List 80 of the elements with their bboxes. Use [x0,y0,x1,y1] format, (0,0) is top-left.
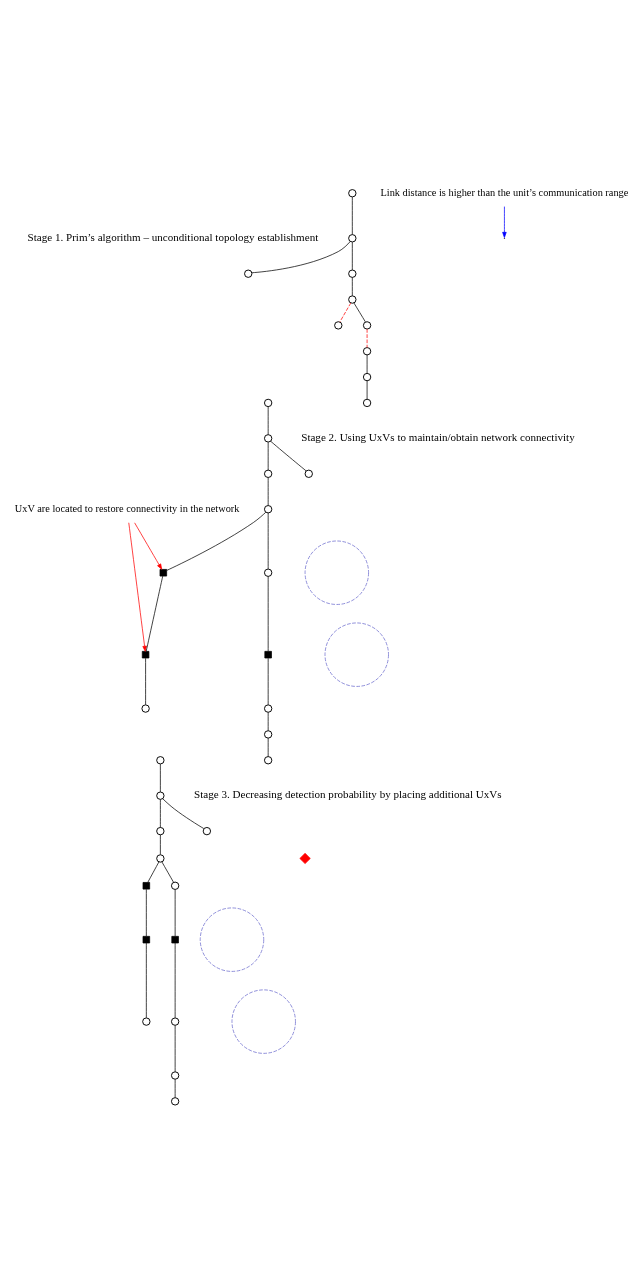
node-circle [264,505,273,514]
connector [339,302,352,323]
label: Stage 3. Decreasing detection probability by placing additional UxVs [194,788,502,801]
node-circle [348,234,357,243]
node-circle [199,907,265,972]
label: Stage 1. Prim’s algorithm – unconditional topology establishment [27,230,319,243]
node-circle [170,1071,180,1080]
node-circle [202,826,212,836]
node-circle [348,295,357,304]
arrow [134,522,163,570]
connector [174,1078,176,1098]
connector [353,302,366,323]
node-circle [170,1017,180,1026]
node-circle [156,854,165,863]
arrow [128,522,147,652]
connector [351,196,353,235]
connector [270,440,307,472]
connector [145,942,147,1019]
connector [145,888,147,937]
node-box [142,882,151,890]
node-circle [264,568,273,577]
node-circle [264,704,273,713]
node-box [159,569,167,577]
connector [160,799,161,828]
connector [145,575,164,652]
connector [267,576,269,652]
connector [174,942,176,1019]
node-circle [264,398,273,408]
node-circle [304,469,313,478]
node-circle [142,1017,151,1026]
connector [251,241,351,274]
node-text: UxV are located to restore connectivity in the network [14,502,240,514]
connector [366,354,368,374]
label: Stage 2. Using UxVs to maintain/obtain network connectivity [301,430,575,443]
node-circle [156,756,165,765]
connector [147,861,160,883]
node-diamond [299,852,311,864]
connector [145,657,146,706]
connector [267,711,269,732]
node-circle [362,372,372,382]
connector [166,511,267,571]
node-circle [170,881,180,890]
connector [267,477,269,506]
node-circle [348,269,357,278]
node-circle [156,791,165,800]
node-circle [244,269,253,278]
connector [267,441,269,471]
node-box [141,651,150,659]
connector [366,380,368,400]
node-circle [170,1097,180,1106]
node-circle [348,189,357,198]
node-circle [304,540,369,605]
node-box [264,651,272,659]
connector [161,861,174,883]
node-circle [362,398,372,408]
connector [267,657,269,706]
node-text: Link distance is higher than the unit’s communication range [380,186,629,198]
node-circle [334,321,343,330]
connector [267,512,269,570]
connector [162,798,205,829]
node-box [142,935,151,944]
connector [160,834,161,855]
node-circle [231,989,296,1054]
node-circle [264,730,273,739]
node-circle [141,704,150,713]
connector [160,763,161,793]
node-circle [156,826,165,836]
connector [174,889,176,937]
node-circle [362,347,372,356]
node-circle [264,434,273,443]
node-box [171,935,179,944]
node-circle [264,469,273,478]
connector [267,406,269,435]
connector [267,737,269,757]
node-circle [264,756,273,765]
connector [174,1025,176,1073]
node-circle [362,321,372,330]
connector [351,277,353,297]
connector [351,241,353,271]
node-circle [324,622,389,687]
